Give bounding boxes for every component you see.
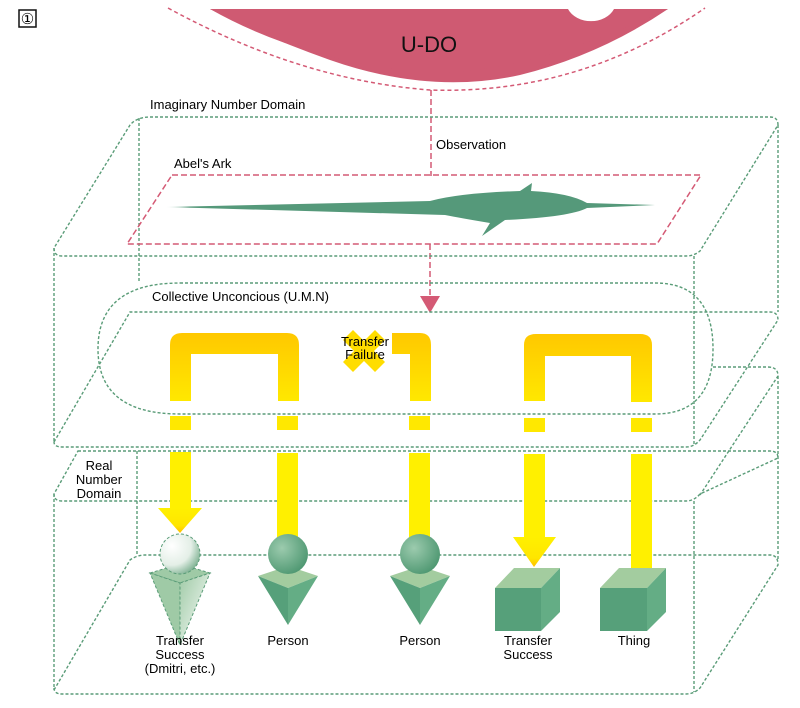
stub (409, 416, 430, 430)
abels-ark-whale (165, 183, 655, 236)
pillar-2 (277, 453, 298, 543)
entity-label-4: Transfer Success (503, 633, 553, 662)
transfer-failure-line-2: Failure (345, 347, 385, 362)
udo-notch (568, 9, 614, 22)
observation-label: Observation (436, 137, 506, 152)
entity-label-line: Success (155, 647, 205, 662)
entity-label-line: (Dmitri, etc.) (145, 661, 216, 676)
pillar-3 (409, 453, 430, 543)
real-domain-label-line-3: Domain (77, 486, 122, 501)
imaginary-number-domain-box (53, 116, 779, 448)
entity-person-2 (390, 534, 450, 625)
real-number-domain-box (53, 366, 779, 695)
transfer-bridge-1 (170, 333, 299, 401)
abels-ark-plane (125, 174, 703, 245)
entity-label-5: Thing (618, 633, 651, 648)
pillar-1 (158, 452, 202, 533)
stub (170, 416, 191, 430)
pillar-5 (631, 454, 652, 569)
transfer-bridge-2 (524, 334, 652, 402)
entity-label-line: Transfer (504, 633, 553, 648)
entity-label-line: Transfer (156, 633, 205, 648)
stub (524, 418, 545, 432)
ghost-sphere (159, 533, 201, 575)
stub (277, 416, 298, 430)
entity-label-3: Person (399, 633, 440, 648)
observation-arrowhead (420, 296, 440, 313)
collective-unconscious-label: Collective Unconcious (U.M.N) (152, 289, 329, 304)
transfer-bridge-broken (392, 333, 431, 401)
stub (631, 418, 652, 432)
imaginary-domain-label: Imaginary Number Domain (150, 97, 305, 112)
udo-label: U-DO (401, 32, 457, 57)
entity-thing (600, 568, 666, 631)
collective-unconscious-capsule (97, 282, 714, 415)
abels-ark-label: Abel's Ark (174, 156, 232, 171)
entity-transfer-success-thing (495, 568, 560, 631)
real-domain-label-line-2: Number (76, 472, 123, 487)
entity-label-1: Transfer Success (Dmitri, etc.) (145, 633, 216, 676)
entity-label-line: Success (503, 647, 553, 662)
udo-orbit (167, 7, 706, 92)
transfer-failure-line-1: Transfer (341, 334, 390, 349)
udo: U-DO (210, 9, 668, 83)
entity-person-1 (258, 534, 318, 625)
entity-label-2: Person (267, 633, 308, 648)
pillar-4 (513, 454, 556, 567)
real-domain-label-line-1: Real (86, 458, 113, 473)
figure-number: ① (21, 11, 34, 28)
transfer-failure-mark: Transfer Failure (341, 330, 390, 372)
entity-transfer-success-person (148, 533, 212, 646)
figure-number-badge: ① (18, 9, 37, 28)
